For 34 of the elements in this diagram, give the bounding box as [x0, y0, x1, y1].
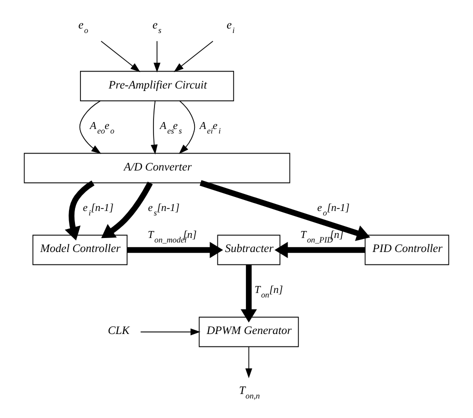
arrow — [154, 40, 160, 73]
edge-label: e$_{o}$[n-1] — [317, 202, 350, 218]
arrow — [200, 180, 370, 242]
edge-label: A$_{ei}$e$_{i}$ — [200, 121, 221, 136]
node-box: PID Controller — [364, 234, 450, 266]
node-box: A/D Converter — [24, 152, 290, 184]
edge-label: A$_{es}$e$_{s}$ — [160, 121, 182, 136]
arrow — [245, 346, 252, 378]
edge-label: A$_{eo}$e$_{o}$ — [90, 121, 114, 136]
arrow — [178, 100, 196, 154]
arrow — [101, 182, 153, 238]
edge-label: e$_{i}$[n-1] — [82, 202, 114, 218]
node-text: T$_{on,n}$ — [238, 384, 260, 400]
arrow — [79, 100, 102, 154]
arrow — [240, 264, 257, 322]
edge-label: T$_{on_model}$[n] — [148, 230, 197, 245]
arrow — [140, 328, 200, 336]
arrow — [64, 180, 94, 240]
node-text: e$_{i}$ — [226, 19, 235, 35]
arrow — [150, 100, 158, 154]
arrow — [127, 242, 224, 258]
node-text: e$_{o}$ — [78, 19, 88, 35]
node-text: CLK — [108, 325, 130, 338]
arrow — [274, 242, 365, 258]
node-box: Pre-Amplifier Circuit — [80, 70, 234, 102]
node-box: DPWM Generator — [198, 316, 299, 348]
node-box: Subtracter — [217, 234, 280, 266]
node-box: Model Controller — [32, 234, 128, 266]
edge-label: T$_{on_PID}$[n] — [300, 230, 344, 245]
edge-label: T$_{on}$[n] — [254, 284, 283, 300]
edge-label: e$_{s}$[n-1] — [148, 202, 180, 218]
node-text: e$_{s}$ — [152, 19, 162, 35]
arrow — [100, 40, 140, 72]
arrow — [174, 40, 214, 72]
